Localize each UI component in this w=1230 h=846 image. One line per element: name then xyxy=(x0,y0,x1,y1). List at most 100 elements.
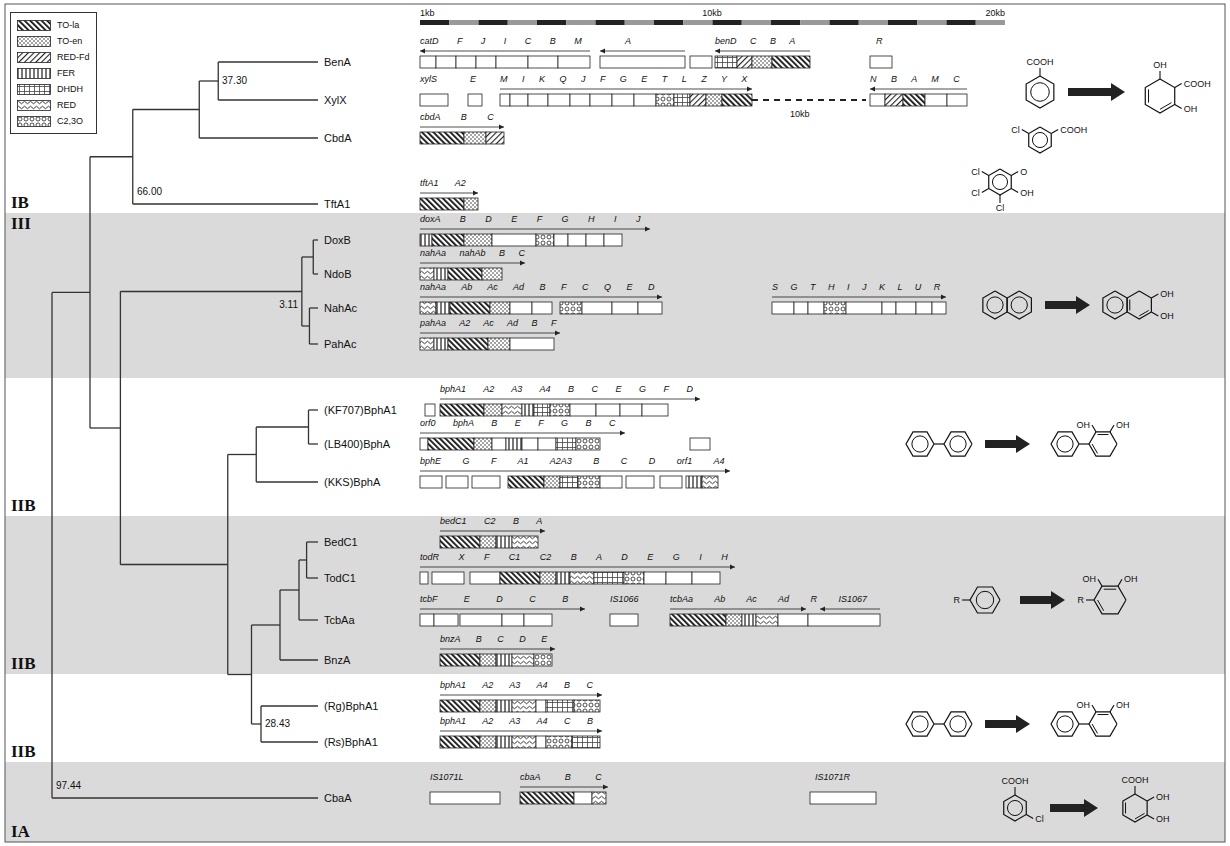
gene-label: R xyxy=(876,37,883,46)
gene-box xyxy=(752,56,772,68)
gene-box xyxy=(470,572,500,584)
benzene-ring xyxy=(944,712,972,736)
transcription-arrow xyxy=(420,567,735,568)
tree-branch xyxy=(261,741,318,742)
arrow-head xyxy=(747,87,752,92)
legend-row: RED-Fd xyxy=(17,49,90,65)
taxon-label: NahAc xyxy=(324,303,357,314)
gene-box xyxy=(772,302,794,314)
tree-branch xyxy=(228,674,252,675)
gene-box xyxy=(464,198,478,210)
gene-box xyxy=(464,132,486,144)
transcription-arrow xyxy=(440,531,545,532)
legend-row: TO-en xyxy=(17,33,90,49)
ring-link xyxy=(934,723,944,724)
arrow-head xyxy=(801,607,806,612)
legend-text: DHDH xyxy=(57,84,83,94)
gene-box xyxy=(420,572,428,584)
reaction-arrow xyxy=(985,435,1030,453)
chem-label: OH xyxy=(1077,420,1091,429)
gene-box xyxy=(496,700,512,712)
tree-branch xyxy=(309,343,318,344)
gene-box xyxy=(546,736,572,748)
transcription-arrow xyxy=(420,609,585,610)
arrow-head xyxy=(730,565,735,570)
gene-box xyxy=(590,94,612,106)
gene-box xyxy=(436,56,456,68)
gene-box xyxy=(558,56,590,68)
arrow-head xyxy=(473,191,478,196)
gene-label: A xyxy=(625,37,631,46)
legend-text: FER xyxy=(57,68,75,78)
clade-label: IIB xyxy=(11,743,1219,760)
legend-swatch xyxy=(17,116,51,127)
transcription-arrow xyxy=(670,609,806,610)
gene-box xyxy=(686,476,702,488)
gene-box xyxy=(500,94,510,106)
chem-label: OH xyxy=(1156,815,1170,824)
gene-box xyxy=(572,736,600,748)
tree-branch xyxy=(280,659,318,660)
legend-row: RED xyxy=(17,97,90,113)
gene-box xyxy=(546,700,574,712)
tree-branch xyxy=(309,307,318,308)
gene-box xyxy=(916,302,932,314)
gene-cluster xyxy=(420,87,967,107)
tree-branch xyxy=(133,203,318,204)
gene-cluster xyxy=(420,191,478,211)
gene-box xyxy=(460,614,502,626)
gene-box xyxy=(420,302,436,314)
tree-branch xyxy=(302,256,313,257)
gene-box xyxy=(420,476,442,488)
tree-branch xyxy=(256,481,318,482)
gene-box xyxy=(448,268,482,280)
band-fill xyxy=(5,4,1225,213)
gene-cluster xyxy=(425,397,700,417)
gene-box xyxy=(882,302,896,314)
gene-box xyxy=(420,438,428,450)
benzene-ring xyxy=(1123,786,1154,822)
gene-label: orf0 bphA B E F G B C xyxy=(420,419,616,428)
gene-box xyxy=(556,572,570,584)
scale-label: 10kb xyxy=(702,9,722,18)
bootstrap-value: 66.00 xyxy=(137,187,162,197)
gene-box xyxy=(432,572,464,584)
legend-swatch xyxy=(17,68,51,79)
tree-branch xyxy=(307,541,318,542)
gene-box xyxy=(500,572,540,584)
gene-box xyxy=(468,94,482,106)
gene-box xyxy=(450,302,490,314)
gene-box xyxy=(570,94,590,106)
chem-label: COOH xyxy=(1002,777,1029,786)
gene-box xyxy=(434,338,448,350)
chem-label: COOH xyxy=(1060,125,1087,134)
gene-box xyxy=(446,476,468,488)
gene-box xyxy=(484,404,502,416)
gene-box xyxy=(512,700,536,712)
bootstrap-value: 28.43 xyxy=(265,719,290,729)
tree-branch xyxy=(299,559,307,560)
ring-link xyxy=(1079,443,1089,444)
gene-box xyxy=(612,94,634,106)
gene-box xyxy=(737,56,752,68)
gene-label: IS1071L xyxy=(430,773,464,782)
chem-label: R xyxy=(1078,596,1085,605)
benzene-ring xyxy=(1089,425,1117,456)
gene-box xyxy=(440,700,480,712)
gene-box xyxy=(586,234,604,246)
gene-box xyxy=(903,94,925,106)
taxon-label: (KF707)BphA1 xyxy=(324,405,397,416)
gene-box xyxy=(536,736,546,748)
transcription-arrow xyxy=(870,89,967,90)
taxon-label: (LB400)BphA xyxy=(324,439,390,450)
gene-box xyxy=(656,94,674,106)
bootstrap-value: 97.44 xyxy=(56,781,81,791)
arrow-head xyxy=(550,647,555,652)
gene-box xyxy=(436,302,450,314)
gene-box xyxy=(692,572,720,584)
arrow-head xyxy=(597,693,602,698)
gene-box xyxy=(496,536,512,548)
band-fill xyxy=(5,674,1225,762)
gene-box xyxy=(492,234,536,246)
gene-box xyxy=(532,302,552,314)
